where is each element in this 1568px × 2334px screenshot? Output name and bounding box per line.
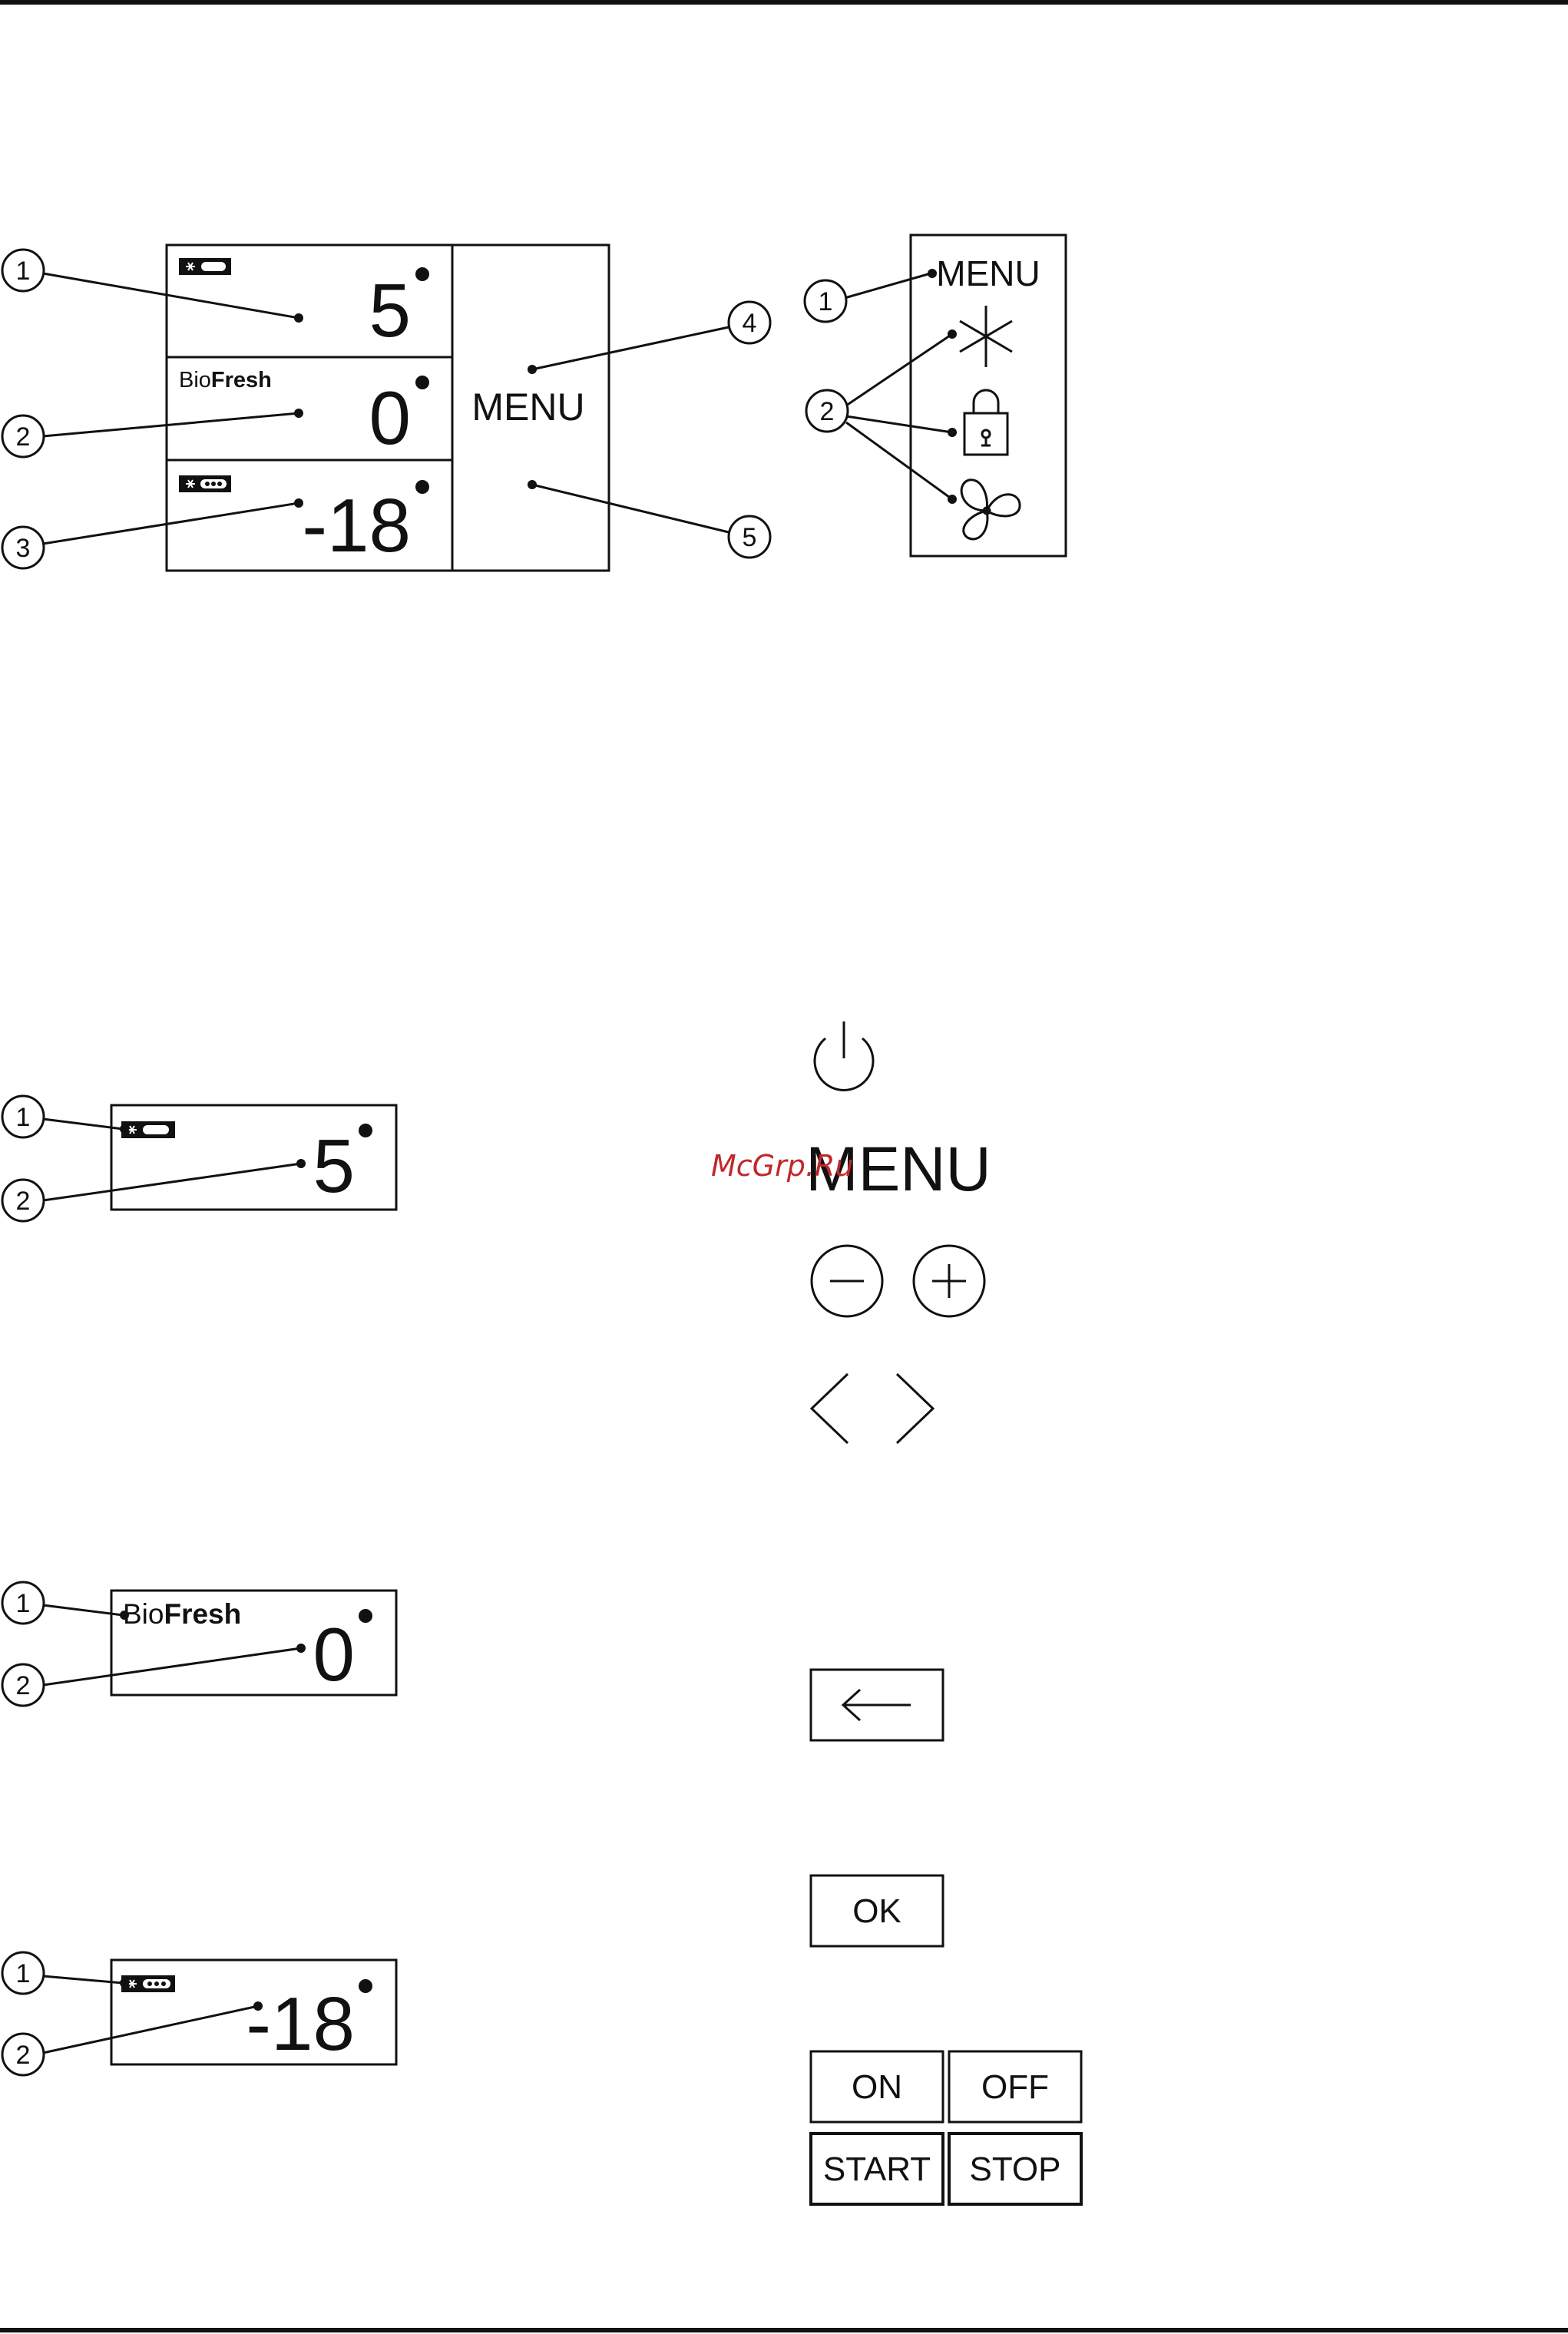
fridge-zone-degree bbox=[415, 267, 429, 281]
biofresh-callout-2: 2 bbox=[2, 1664, 44, 1706]
on-button-label: ON bbox=[852, 2068, 902, 2106]
callout-5: 5 bbox=[729, 516, 770, 558]
fridge-callout-2: 2 bbox=[2, 1180, 44, 1221]
svg-text:5: 5 bbox=[743, 523, 757, 552]
svg-text:2: 2 bbox=[820, 397, 835, 426]
off-button-label: OFF bbox=[981, 2068, 1049, 2106]
biofresh-display: BioFresh 0 1 2 bbox=[2, 1582, 396, 1706]
fridge-callout-1: 1 bbox=[2, 1096, 44, 1137]
biofresh-zone-label: BioFresh bbox=[179, 368, 272, 392]
biofresh-zone-temp: 0 bbox=[369, 376, 411, 460]
svg-text:2: 2 bbox=[16, 1671, 31, 1700]
overview-menu-label: MENU bbox=[471, 386, 584, 429]
ok-button[interactable]: OK bbox=[811, 1875, 943, 1946]
svg-text:3: 3 bbox=[16, 534, 31, 563]
fridge-display-degree bbox=[359, 1124, 372, 1137]
start-button-label: START bbox=[823, 2150, 931, 2188]
callout-4: 4 bbox=[729, 302, 770, 343]
status-callout-2: 2 bbox=[806, 390, 848, 432]
svg-text:4: 4 bbox=[743, 309, 757, 338]
start-button[interactable]: START bbox=[811, 2134, 943, 2204]
off-button[interactable]: OFF bbox=[949, 2051, 1081, 2122]
biofresh-callout-1: 1 bbox=[2, 1582, 44, 1624]
freezer-zone-temp: -18 bbox=[302, 483, 411, 568]
overview-display: 5 BioFresh 0 -18 MENU 1 2 3 4 5 bbox=[2, 245, 770, 571]
chevron-right-icon[interactable] bbox=[897, 1374, 933, 1443]
fridge-display-temp: 5 bbox=[313, 1124, 355, 1208]
svg-text:2: 2 bbox=[16, 2041, 31, 2070]
callout-3: 3 bbox=[2, 527, 44, 568]
chevron-left-icon[interactable] bbox=[812, 1374, 848, 1443]
svg-text:1: 1 bbox=[819, 287, 833, 316]
snowflake-icon bbox=[960, 306, 1012, 367]
freezer-callout-2: 2 bbox=[2, 2034, 44, 2075]
svg-text:2: 2 bbox=[16, 1187, 31, 1216]
freezer-callout-1: 1 bbox=[2, 1952, 44, 1994]
freezer-display-temp: -18 bbox=[246, 1981, 355, 2066]
svg-text:1: 1 bbox=[16, 257, 31, 286]
back-button[interactable] bbox=[811, 1670, 943, 1740]
lock-icon bbox=[964, 390, 1007, 455]
status-panel: MENU 1 2 bbox=[805, 235, 1066, 556]
biofresh-zone-degree bbox=[415, 376, 429, 389]
callout-2: 2 bbox=[2, 415, 44, 457]
svg-text:1: 1 bbox=[16, 1959, 31, 1988]
back-arrow-icon bbox=[843, 1690, 911, 1720]
on-button[interactable]: ON bbox=[811, 2051, 943, 2122]
plus-icon[interactable] bbox=[914, 1246, 984, 1316]
freezer-zone-degree bbox=[415, 480, 429, 494]
watermark: McGrp.Ru bbox=[711, 1149, 853, 1183]
status-menu-label: MENU bbox=[936, 253, 1040, 293]
fridge-display-icon bbox=[121, 1121, 175, 1138]
status-callout-1: 1 bbox=[805, 280, 846, 322]
callout-1: 1 bbox=[2, 250, 44, 291]
svg-text:1: 1 bbox=[16, 1589, 31, 1618]
svg-text:2: 2 bbox=[16, 422, 31, 452]
freezer-zone-icon bbox=[179, 475, 231, 492]
fan-icon bbox=[961, 480, 1020, 539]
biofresh-display-temp: 0 bbox=[313, 1612, 355, 1697]
fridge-zone-icon bbox=[179, 258, 231, 275]
biofresh-display-degree bbox=[359, 1609, 372, 1623]
stop-button-label: STOP bbox=[969, 2150, 1060, 2188]
svg-text:1: 1 bbox=[16, 1103, 31, 1132]
fridge-zone-temp: 5 bbox=[369, 268, 411, 353]
stop-button[interactable]: STOP bbox=[949, 2134, 1081, 2204]
ok-button-label: OK bbox=[852, 1892, 901, 1930]
freezer-display-degree bbox=[359, 1979, 372, 1993]
minus-icon[interactable] bbox=[812, 1246, 882, 1316]
fridge-display: 5 1 2 bbox=[2, 1096, 396, 1221]
freezer-display: -18 1 2 bbox=[2, 1952, 396, 2075]
freezer-display-icon bbox=[121, 1975, 175, 1992]
power-icon[interactable] bbox=[815, 1021, 873, 1090]
biofresh-display-label: BioFresh bbox=[123, 1598, 241, 1630]
